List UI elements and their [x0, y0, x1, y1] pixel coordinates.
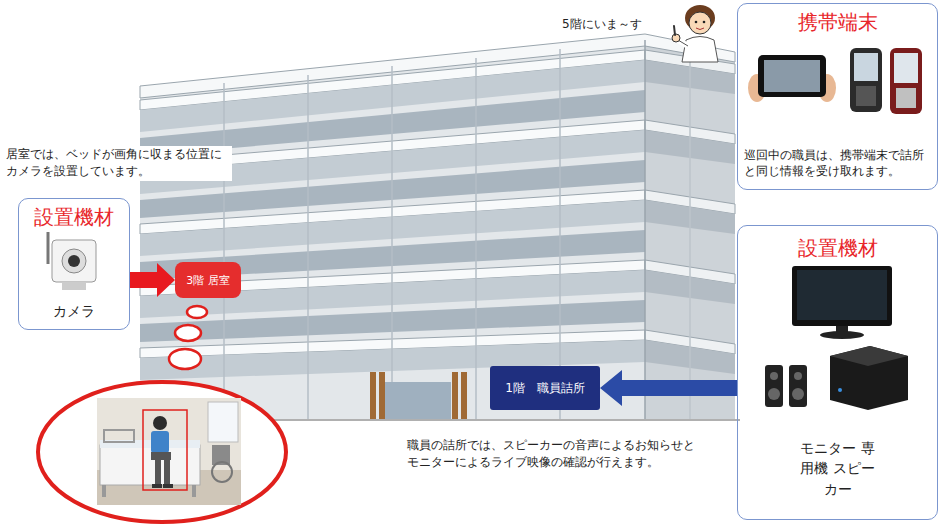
building — [559, 49, 561, 420]
building — [391, 66, 393, 382]
building — [385, 382, 451, 420]
camera-view-ellipse — [38, 382, 286, 522]
staff-figure — [703, 21, 706, 24]
camera-view-photo — [153, 416, 167, 430]
building — [645, 40, 735, 420]
camera-view-photo — [100, 445, 200, 485]
camera-icon — [48, 232, 96, 290]
camera-view-photo — [163, 484, 173, 488]
phone-icons — [764, 60, 820, 92]
speaker-icons — [789, 365, 807, 407]
staff-figure — [672, 34, 680, 42]
staff-figure — [696, 28, 704, 30]
device-panel: 携帯端末巡回中の職員は、携帯端末で詰所と同じ情報を受け取れます。 — [737, 3, 938, 190]
signal-rings — [169, 306, 207, 369]
building — [307, 75, 309, 420]
phone-icons — [894, 53, 918, 83]
staff-figure — [682, 37, 718, 63]
building — [120, 34, 740, 420]
camera-view-photo — [152, 484, 162, 488]
monitor-icon — [792, 266, 892, 339]
camera-view-ellipse — [38, 382, 286, 522]
pc-icon — [830, 346, 908, 410]
phone-icons — [890, 48, 922, 114]
phone-icons — [854, 53, 878, 81]
building — [475, 58, 477, 420]
camera-view-photo — [102, 485, 106, 497]
staff-figure — [674, 26, 675, 35]
equipment-list: モニター 専用機 スピーカー — [796, 438, 880, 499]
room-name: 3階 居室 — [186, 273, 230, 288]
pc-icon — [830, 346, 908, 410]
camera-icon — [52, 240, 96, 282]
pc-icon — [830, 346, 908, 366]
monitor-icon — [797, 270, 887, 320]
equipment-panel: 設置機材モニター 専用機 スピーカー — [737, 225, 938, 520]
camera-view-photo — [212, 462, 232, 482]
speech-text: 5階にいま～す — [560, 16, 644, 33]
staff-figure — [678, 40, 688, 46]
panel-text: 巡回中の職員は、携帯端末で詰所と同じ情報を受け取れます。 — [744, 147, 931, 179]
speaker-icons — [794, 372, 802, 380]
room-tag: 3階 居室 — [175, 262, 241, 298]
staff-figure — [672, 5, 718, 62]
phone-icons — [758, 55, 826, 97]
panel-title: 設置機材 — [798, 236, 878, 260]
building — [370, 372, 376, 420]
monitor-icon — [792, 266, 892, 326]
camera-icon — [62, 282, 86, 290]
building — [379, 372, 385, 420]
building — [461, 372, 467, 420]
building — [140, 40, 645, 420]
pc-icon — [838, 388, 842, 392]
camera-view-photo — [164, 458, 170, 484]
speaker-icons — [768, 388, 780, 400]
signal-rings — [169, 349, 201, 369]
building — [689, 49, 691, 420]
building — [452, 372, 458, 420]
equipment-panel: 設置機材カメラ — [18, 198, 130, 330]
speaker-icons — [792, 388, 804, 400]
camera-view-photo — [97, 398, 241, 505]
camera-view-photo — [104, 430, 134, 442]
camera-view-photo — [151, 431, 169, 453]
station-name: 1階 職員詰所 — [505, 380, 585, 397]
camera-view-photo — [155, 458, 161, 484]
note-text: 居室では、ベッドが画角に収まる位置に カメラを設置しています。 — [4, 146, 232, 181]
phone-icons — [896, 88, 916, 108]
camera-view-photo — [97, 398, 241, 505]
signal-rings — [187, 306, 207, 318]
phone-icons — [748, 48, 922, 114]
camera-icon — [47, 232, 50, 264]
camera-icon — [62, 249, 86, 273]
phone-icons — [850, 48, 882, 112]
panel-title: 設置機材 — [34, 205, 114, 229]
building — [223, 83, 225, 420]
station-tag: 1階 職員詰所 — [490, 366, 600, 410]
camera-view-photo — [143, 410, 187, 490]
phone-icons — [856, 86, 876, 106]
equipment-name: カメラ — [53, 301, 95, 321]
speaker-icons — [765, 365, 783, 407]
speaker-icons — [770, 372, 778, 380]
panel-title: 携帯端末 — [798, 10, 878, 34]
staff-figure — [678, 40, 688, 46]
note-text: 職員の詰所では、スピーカーの音声によるお知らせと モニターによるライブ映像の確認… — [405, 437, 709, 472]
speaker-icons — [765, 365, 807, 407]
flow-arrow — [130, 263, 175, 297]
signal-rings — [175, 325, 201, 341]
camera-view-photo — [208, 402, 238, 442]
monitor-icon — [820, 331, 864, 339]
camera-view-photo — [192, 485, 196, 497]
staff-figure — [695, 21, 698, 24]
flow-arrow — [600, 370, 737, 406]
building — [644, 40, 646, 420]
staff-figure — [689, 12, 711, 34]
camera-icon — [68, 255, 80, 267]
